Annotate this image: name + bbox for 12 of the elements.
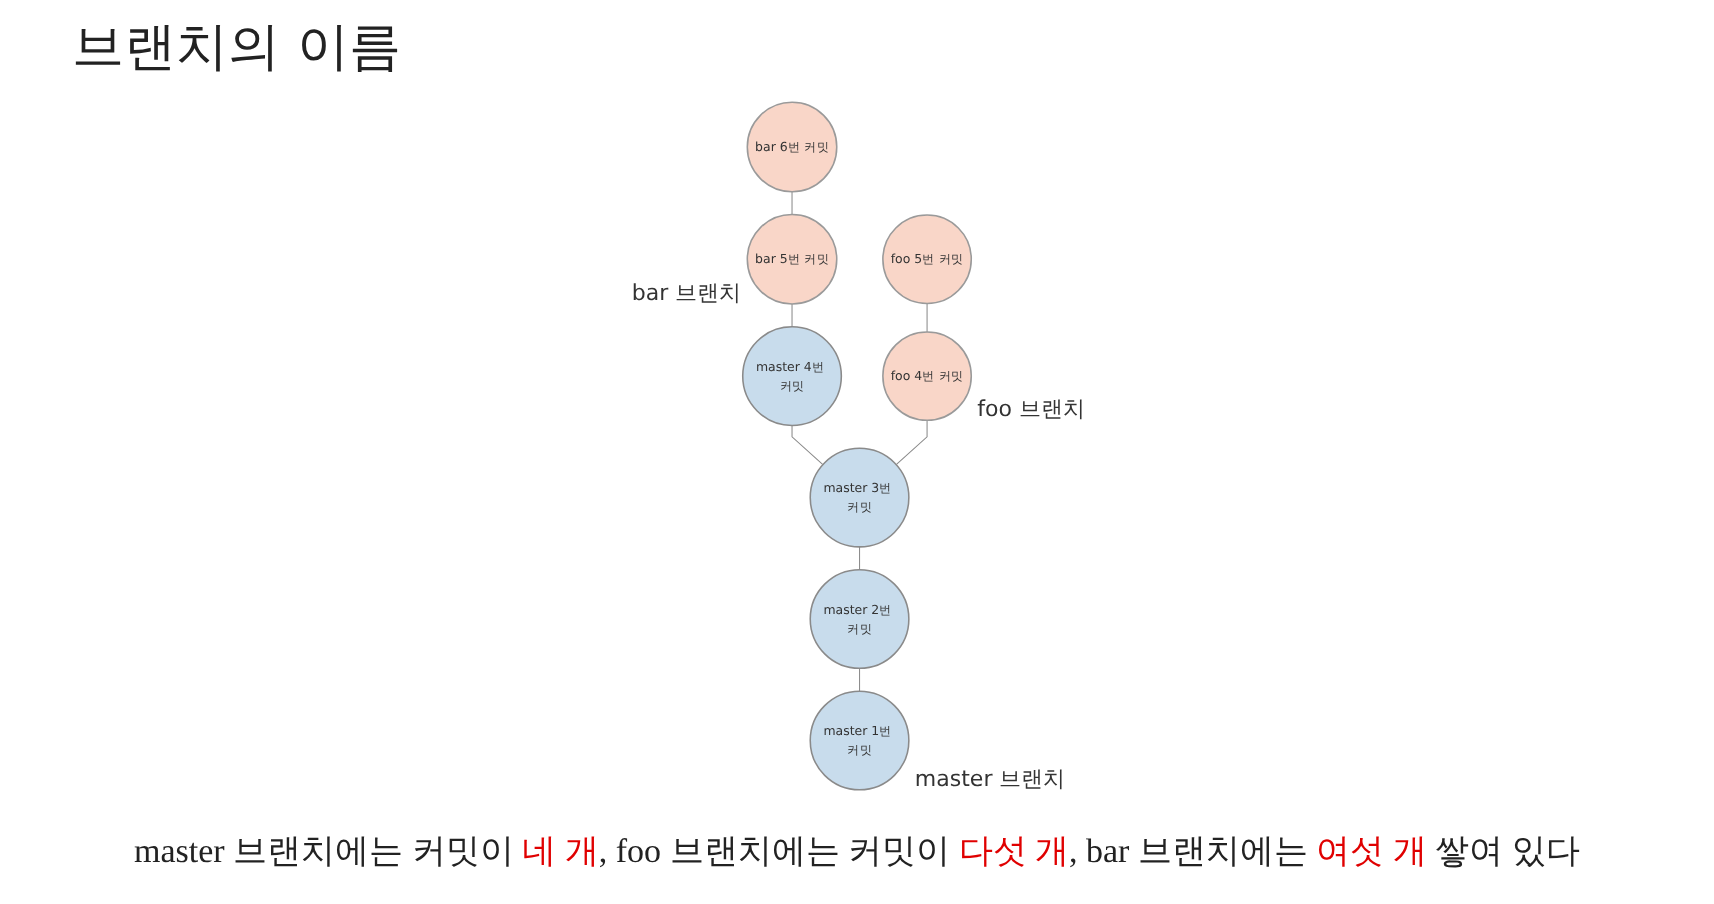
connector xyxy=(791,424,824,466)
connector xyxy=(791,191,793,216)
connector xyxy=(859,546,861,571)
connector xyxy=(926,302,928,333)
branch-label: master 브랜치 xyxy=(914,765,1066,792)
connector xyxy=(791,303,793,328)
connector xyxy=(895,419,928,466)
title: 브랜치의 이름 xyxy=(72,16,401,82)
branch-label: foo 브랜치 xyxy=(977,396,1085,423)
caption: master 브랜치에는 커밋이 네 개, foo 브랜치에는 커밋이 다섯 개, bar 브랜치에는 여섯 개 쌓여 있다 xyxy=(132,830,1582,874)
branch-label: bar 브랜치 xyxy=(631,279,742,306)
connector xyxy=(859,667,861,692)
